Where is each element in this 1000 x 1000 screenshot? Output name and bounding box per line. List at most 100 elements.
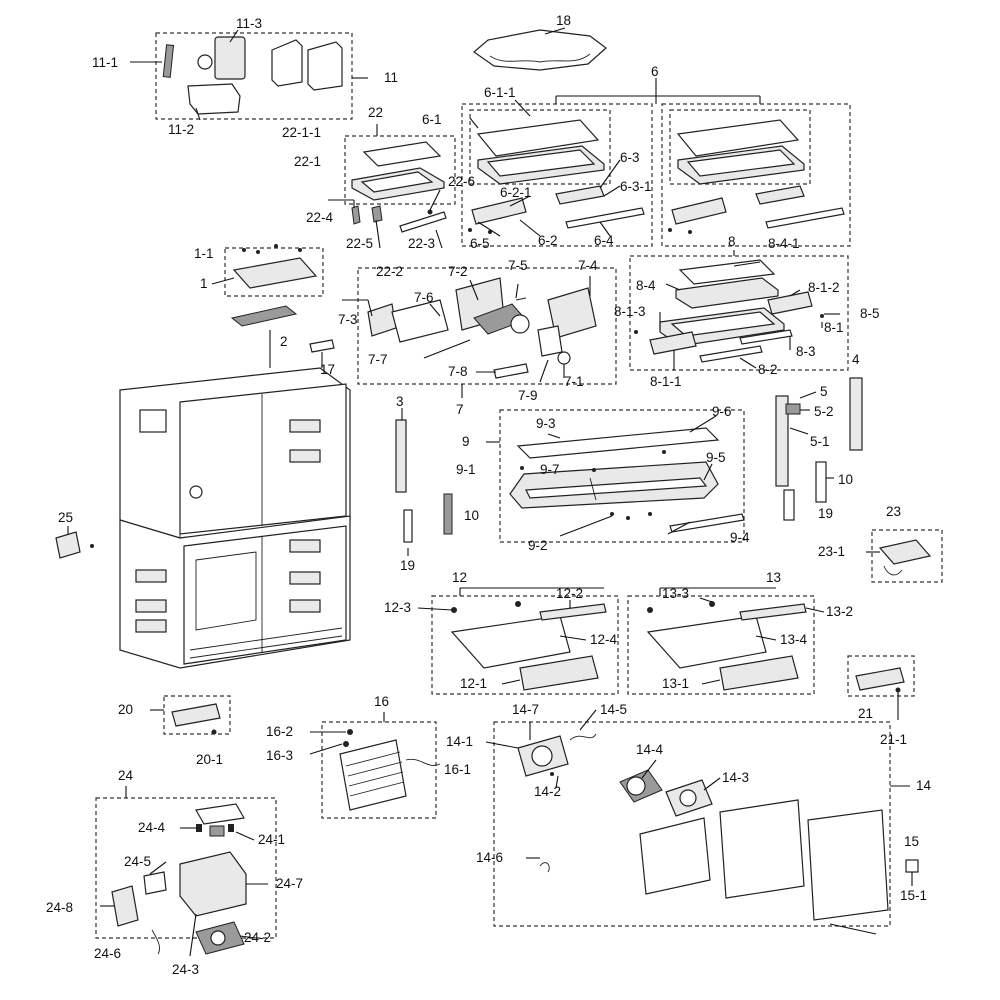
label-16-3: 16-3 bbox=[266, 748, 293, 763]
label-24-8: 24-8 bbox=[46, 900, 73, 915]
group-6-left-box bbox=[461, 103, 653, 247]
part-7-fan bbox=[510, 314, 530, 334]
part-8-1-2-rail bbox=[767, 291, 813, 315]
label-24-2: 24-2 bbox=[244, 930, 271, 945]
label-22-2: 22-2 bbox=[376, 264, 403, 279]
part-18-tray bbox=[473, 27, 607, 71]
part-13-2-strip bbox=[739, 603, 807, 621]
part-24-7-housing bbox=[179, 851, 247, 917]
label-6-1: 6-1 bbox=[422, 112, 442, 127]
label-12-2: 12-2 bbox=[556, 586, 583, 601]
part-24-5-relay bbox=[143, 871, 167, 895]
part-9-3-cover bbox=[516, 427, 720, 459]
label-5-1: 5-1 bbox=[810, 434, 830, 449]
group-14-box bbox=[493, 721, 891, 927]
label-8-2: 8-2 bbox=[758, 362, 778, 377]
group-6-1-box bbox=[469, 109, 611, 185]
label-12-3: 12-3 bbox=[384, 600, 411, 615]
label-9: 9 bbox=[462, 434, 470, 449]
group-6-1-box-right bbox=[669, 109, 811, 185]
label-5-2: 5-2 bbox=[814, 404, 834, 419]
label-22-1-1: 22-1-1 bbox=[282, 125, 321, 140]
label-11: 11 bbox=[384, 70, 398, 85]
part-8-4-frame bbox=[675, 277, 779, 309]
part-4-rail bbox=[849, 377, 863, 451]
label-13-3: 13-3 bbox=[662, 586, 689, 601]
group-6-shelves bbox=[461, 78, 851, 247]
group-12-bin bbox=[417, 587, 619, 695]
group-21-box bbox=[847, 655, 915, 697]
part-22-5-clip bbox=[371, 205, 383, 223]
label-19-left: 19 bbox=[400, 558, 415, 573]
label-5: 5 bbox=[820, 384, 828, 399]
label-9-5: 9-5 bbox=[706, 450, 726, 465]
callout-labels: 11-1 11-2 11-3 11 18 6 6-1-1 6-1 6-3 6-3… bbox=[46, 13, 932, 977]
part-15 bbox=[905, 859, 919, 886]
label-7-9: 7-9 bbox=[518, 388, 538, 403]
label-7-7: 7-7 bbox=[368, 352, 388, 367]
part-24-8-cover bbox=[111, 885, 139, 927]
part-8-1-3-rail bbox=[649, 331, 697, 355]
part-12-1-rail bbox=[519, 655, 599, 691]
label-14-7: 14-7 bbox=[512, 702, 539, 717]
part-17-bracket bbox=[309, 339, 335, 353]
group-20-box bbox=[163, 695, 231, 735]
label-6: 6 bbox=[651, 64, 659, 79]
label-14-6: 14-6 bbox=[476, 850, 503, 865]
label-10-left: 10 bbox=[464, 508, 479, 523]
label-21-1: 21-1 bbox=[880, 732, 907, 747]
label-4: 4 bbox=[852, 352, 860, 367]
group-23 bbox=[866, 529, 943, 583]
label-20: 20 bbox=[118, 702, 133, 717]
label-7-3: 7-3 bbox=[338, 312, 358, 327]
label-11-2: 11-2 bbox=[168, 122, 194, 137]
part-9-4-strip bbox=[669, 513, 745, 533]
label-16: 16 bbox=[374, 694, 389, 709]
label-12: 12 bbox=[452, 570, 467, 585]
part-7-3-bracket bbox=[367, 303, 397, 337]
label-16-1: 16-1 bbox=[444, 762, 471, 777]
group-7-fan-assembly bbox=[342, 267, 617, 398]
part-3-rail bbox=[395, 419, 407, 493]
part-11-2-tray bbox=[187, 83, 241, 115]
label-6-1-1: 6-1-1 bbox=[484, 85, 516, 100]
part-7-8-clip bbox=[493, 363, 529, 379]
label-24-6: 24-6 bbox=[94, 946, 121, 961]
label-13-4: 13-4 bbox=[780, 632, 808, 647]
label-22-6: 22-6 bbox=[448, 174, 475, 189]
label-9-1: 9-1 bbox=[456, 462, 476, 477]
label-8-3: 8-3 bbox=[796, 344, 816, 359]
part-11-cover-b bbox=[307, 41, 343, 91]
part-24-1-block bbox=[209, 825, 225, 837]
label-21: 21 bbox=[858, 706, 873, 721]
group-12-box bbox=[431, 595, 619, 695]
cabinet-sensor bbox=[189, 485, 203, 499]
label-9-3: 9-3 bbox=[536, 416, 556, 431]
label-12-1: 12-1 bbox=[460, 676, 487, 691]
group-22-box bbox=[344, 135, 456, 205]
group-9-drawer bbox=[486, 409, 745, 543]
label-22-5: 22-5 bbox=[346, 236, 373, 251]
label-1-1: 1-1 bbox=[194, 246, 214, 261]
label-11-1: 11-1 bbox=[92, 55, 118, 70]
cabinet-freezer-compartment bbox=[183, 525, 347, 665]
right-rails bbox=[775, 377, 863, 521]
label-13-1: 13-1 bbox=[662, 676, 689, 691]
label-8-5: 8-5 bbox=[860, 306, 880, 321]
label-22-1: 22-1 bbox=[294, 154, 321, 169]
part-11-1-rod bbox=[162, 44, 175, 78]
part-10-rail-left bbox=[443, 493, 453, 535]
label-8-1-3: 8-1-3 bbox=[614, 304, 646, 319]
label-24-4: 24-4 bbox=[138, 820, 166, 835]
cabinet-fresh-compartment bbox=[179, 383, 347, 535]
group-8-box bbox=[629, 255, 849, 371]
group-16-evaporator bbox=[309, 712, 441, 819]
label-16-2: 16-2 bbox=[266, 724, 293, 739]
label-14-5: 14-5 bbox=[600, 702, 627, 717]
part-6-4-strip-right bbox=[765, 207, 845, 229]
part-16-coil bbox=[339, 739, 407, 811]
part-22-1-1-glass bbox=[362, 141, 442, 167]
part-8-3-strip bbox=[739, 329, 793, 345]
label-9-6: 9-6 bbox=[712, 404, 732, 419]
label-8-1-2: 8-1-2 bbox=[808, 280, 840, 295]
